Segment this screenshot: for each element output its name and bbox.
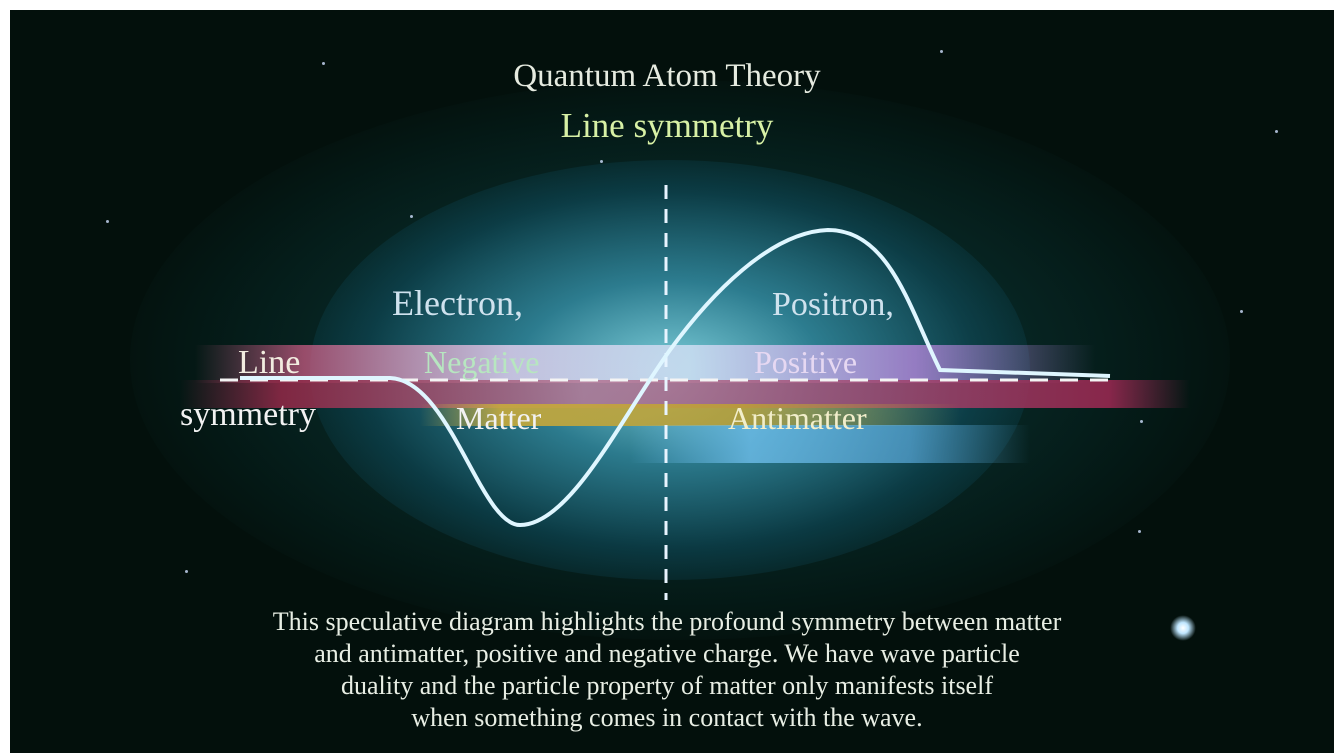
label-line: Line	[238, 344, 301, 381]
caption-line: when something comes in contact with the…	[411, 703, 923, 732]
star	[185, 570, 188, 573]
label-antimatter: Antimatter	[728, 400, 867, 436]
label-positive: Positive	[754, 344, 858, 380]
diagram-frame: Quantum Atom Theory Line symmetry Electr…	[10, 10, 1334, 753]
star	[600, 160, 603, 163]
label-negative: Negative	[424, 344, 540, 380]
label-electron: Electron,	[392, 283, 523, 323]
diagram-title: Quantum Atom Theory	[513, 58, 821, 94]
caption-line: This speculative diagram highlights the …	[272, 607, 1062, 636]
spectrum-band-blue	[630, 425, 1030, 463]
label-symmetry: symmetry	[180, 396, 316, 433]
wave-diagram	[220, 185, 1120, 600]
caption-line: duality and the particle property of mat…	[341, 671, 993, 700]
star	[322, 62, 325, 65]
star	[1275, 130, 1278, 133]
star	[1140, 420, 1143, 423]
caption: This speculative diagram highlights the …	[10, 606, 1324, 734]
star	[106, 220, 109, 223]
star	[410, 215, 413, 218]
diagram-subtitle: Line symmetry	[560, 106, 774, 145]
spectrum-band-lower	[420, 404, 960, 426]
wave-curve	[240, 227, 1111, 528]
label-matter: Matter	[456, 400, 542, 436]
caption-line: and antimatter, positive and negative ch…	[314, 639, 1020, 668]
spectrum-band-middle	[180, 380, 1190, 408]
star	[940, 50, 943, 53]
label-positron: Positron,	[772, 286, 894, 323]
star	[1240, 310, 1243, 313]
star	[1138, 530, 1141, 533]
bright-star	[1170, 615, 1196, 641]
